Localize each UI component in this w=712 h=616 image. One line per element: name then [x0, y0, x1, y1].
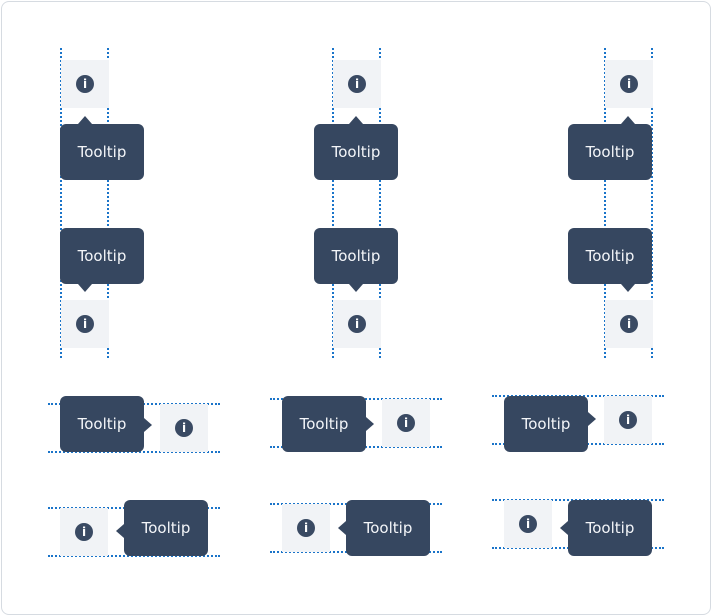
info-icon: i — [175, 419, 193, 437]
tooltip-arrow — [144, 418, 152, 432]
info-trigger[interactable]: i — [282, 504, 330, 552]
info-icon: i — [348, 315, 366, 333]
info-trigger[interactable]: i — [382, 399, 430, 447]
tooltip-arrow — [349, 116, 363, 124]
tooltip-arrow — [621, 284, 635, 292]
tooltip-arrow — [349, 284, 363, 292]
info-trigger[interactable]: i — [61, 60, 109, 108]
tooltip-arrow — [588, 412, 596, 426]
tooltip: Tooltip — [568, 124, 652, 180]
info-trigger[interactable]: i — [504, 500, 552, 548]
info-trigger[interactable]: i — [604, 396, 652, 444]
guide-line — [604, 48, 606, 358]
guide-line — [107, 48, 109, 358]
info-trigger[interactable]: i — [333, 60, 381, 108]
guide-line — [332, 48, 334, 358]
info-icon: i — [620, 315, 638, 333]
info-trigger[interactable]: i — [61, 300, 109, 348]
tooltip: Tooltip — [568, 500, 652, 556]
tooltip-arrow — [621, 116, 635, 124]
tooltip: Tooltip — [504, 396, 588, 452]
info-icon: i — [297, 519, 315, 537]
info-trigger[interactable]: i — [605, 300, 653, 348]
guide-line — [379, 48, 381, 358]
info-trigger[interactable]: i — [605, 60, 653, 108]
info-icon: i — [397, 414, 415, 432]
guide-line — [60, 48, 62, 358]
tooltip-arrow — [78, 116, 92, 124]
tooltip-arrow — [560, 521, 568, 535]
info-trigger[interactable]: i — [160, 404, 208, 452]
tooltip: Tooltip — [124, 500, 208, 556]
tooltip: Tooltip — [314, 228, 398, 284]
tooltip-arrow — [338, 521, 346, 535]
info-icon: i — [348, 75, 366, 93]
guide-line — [48, 451, 220, 453]
info-icon: i — [619, 411, 637, 429]
tooltip-arrow — [366, 417, 374, 431]
guide-line — [48, 555, 220, 557]
tooltip: Tooltip — [60, 396, 144, 452]
tooltip: Tooltip — [568, 228, 652, 284]
info-icon: i — [76, 75, 94, 93]
tooltip-arrow — [116, 524, 124, 538]
tooltip: Tooltip — [60, 124, 144, 180]
info-trigger[interactable]: i — [333, 300, 381, 348]
info-icon: i — [620, 75, 638, 93]
tooltip-arrow — [78, 284, 92, 292]
info-trigger[interactable]: i — [60, 508, 108, 556]
tooltip: Tooltip — [282, 396, 366, 452]
info-icon: i — [75, 523, 93, 541]
info-icon: i — [76, 315, 94, 333]
tooltip: Tooltip — [346, 500, 430, 556]
tooltip: Tooltip — [60, 228, 144, 284]
guide-line — [651, 48, 653, 358]
tooltip: Tooltip — [314, 124, 398, 180]
info-icon: i — [519, 515, 537, 533]
